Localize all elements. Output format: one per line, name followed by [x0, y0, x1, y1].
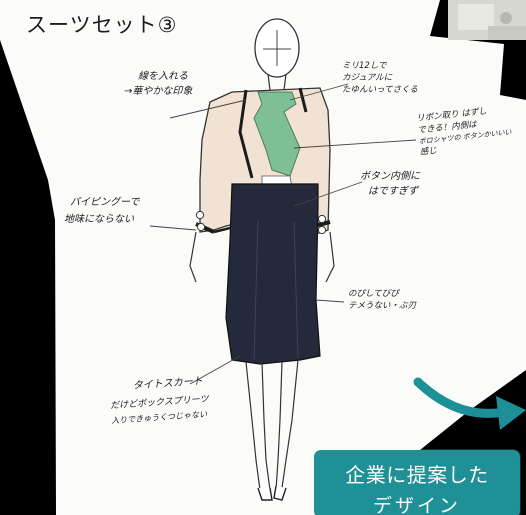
jacket-button: [196, 222, 206, 232]
note-line: テメうない・ぶ刃: [348, 300, 417, 311]
caption-line-2: デザイン: [372, 495, 461, 515]
sketch-title: スーツセット③: [26, 13, 178, 37]
note-line: カジュアルに: [342, 72, 393, 83]
jacket-button: [195, 210, 205, 220]
jacket-button: [317, 225, 327, 235]
note-tight-skirt: タイトスカート だけどボックスプリーツ 入りできゅうくつじゃない: [109, 376, 210, 426]
skirt: [225, 183, 321, 365]
note-line: 線を入れる: [138, 71, 188, 82]
note-line: 地味にならない: [64, 213, 134, 225]
note-collar-line: 線を入れる →華やかな印象: [124, 71, 193, 97]
note-line: ミリ12しで: [342, 61, 387, 71]
note-piping: パイピングーで 地味にならない: [64, 197, 140, 225]
jacket-button: [317, 214, 327, 224]
caption-line-1: 企業に提案した: [345, 463, 489, 487]
shoe: [257, 487, 273, 501]
note-line: たゆんいってさくる: [342, 84, 418, 95]
note-line: →華やかな印象: [124, 85, 193, 97]
caption-box: 企業に提案した デザイン: [314, 450, 520, 515]
note-line: ボタン内側に: [360, 171, 420, 182]
note-button-inside: ボタン内側に はですぎず: [360, 171, 420, 197]
thumbnail-photo: [448, 0, 526, 40]
shoe: [273, 485, 287, 501]
note-line: パイピングーで: [70, 197, 140, 208]
note-line: はですぎず: [368, 185, 418, 197]
arrow-head-icon: [496, 396, 526, 430]
note-skirt-detail: のぴしてびぴ テメうない・ぶ刃: [348, 290, 416, 311]
note-ribbon-shape: ミリ12しで カジュアルに たゆんいってさくる: [342, 62, 418, 95]
note-line: のぴしてびぴ: [348, 289, 399, 299]
arrow-icon: [413, 377, 509, 418]
note-line: だけどボックスプリーツ: [109, 394, 209, 411]
